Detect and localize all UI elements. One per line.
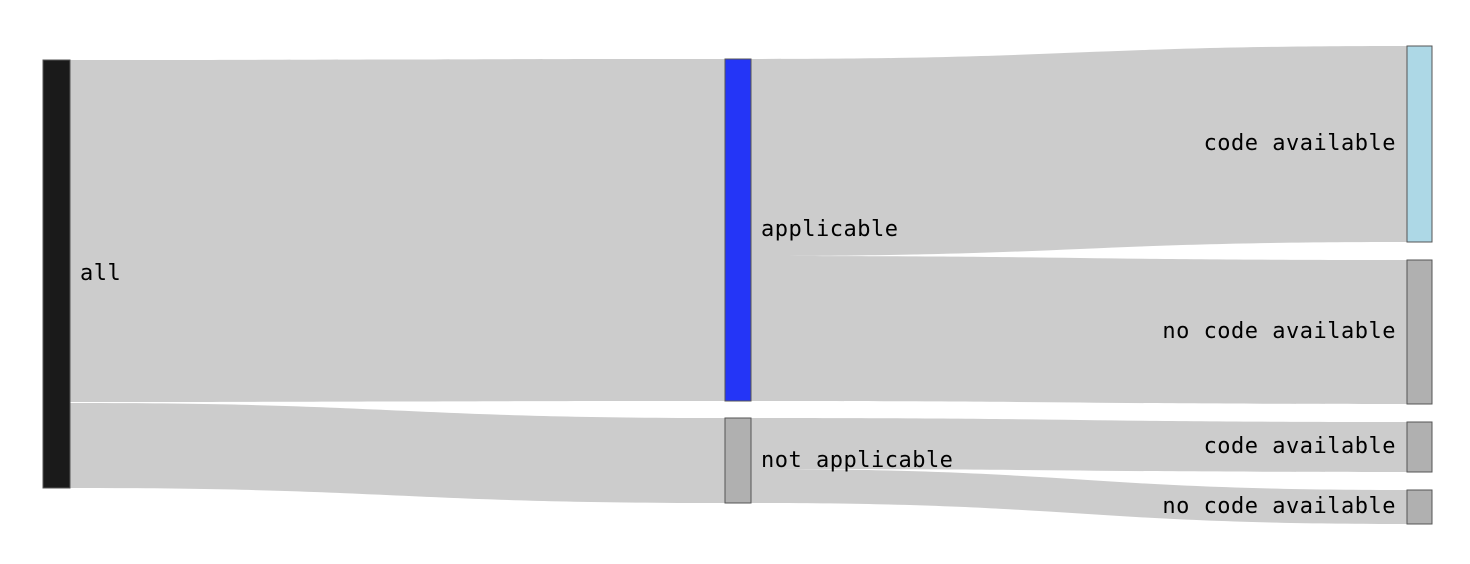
label-applicable-no-code-available: no code available [1162, 319, 1396, 344]
link-not-applicable-code-available [751, 418, 1407, 472]
link-not-applicable-no-code-available [751, 469, 1407, 524]
label-applicable: applicable [761, 217, 898, 242]
label-not-applicable-no-code-available: no code available [1162, 494, 1396, 519]
label-applicable-code-available: code available [1204, 131, 1396, 156]
link-applicable-no-code-available [751, 256, 1407, 404]
label-all: all [80, 261, 121, 286]
label-not-applicable-code-available: code available [1204, 434, 1396, 459]
labels: all applicable not applicable code avail… [80, 131, 1396, 519]
node-applicable-no-code-available [1406, 259, 1433, 405]
links [70, 46, 1407, 524]
node-not-applicable-no-code-available [1406, 489, 1433, 525]
node-not-applicable-code-available [1406, 421, 1433, 473]
node-all [42, 59, 71, 489]
link-all-applicable [70, 59, 725, 402]
link-all-not-applicable [70, 403, 725, 503]
node-applicable [724, 58, 752, 402]
node-not-applicable [724, 417, 752, 504]
label-not-applicable: not applicable [761, 448, 953, 473]
nodes [42, 45, 1433, 525]
node-applicable-code-available [1406, 45, 1433, 243]
link-applicable-code-available [751, 46, 1407, 256]
